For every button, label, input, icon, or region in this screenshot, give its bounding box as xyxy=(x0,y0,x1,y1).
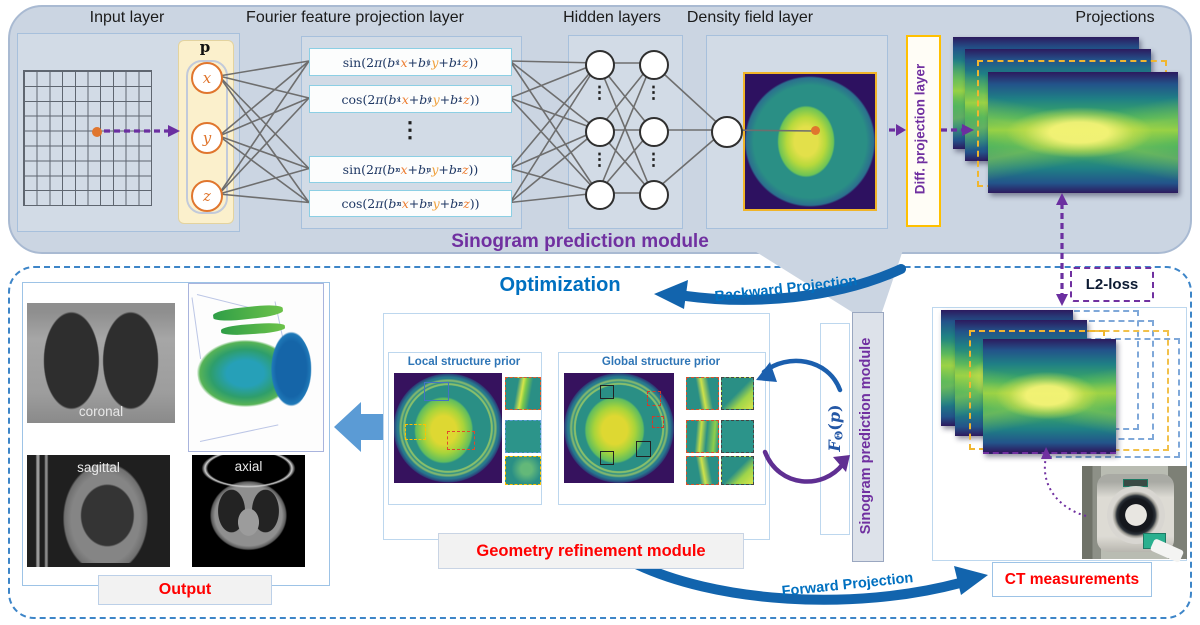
ct-sinogram-image-front xyxy=(983,339,1116,454)
hidden-ellipsis: ⋮ xyxy=(645,150,662,169)
global-annotation-black xyxy=(636,441,651,457)
neuron-node xyxy=(585,117,615,147)
volume-render-image xyxy=(188,283,324,452)
local-annotation-yellow xyxy=(405,424,426,440)
f-theta-box xyxy=(820,323,850,535)
header-input-layer: Input layer xyxy=(89,9,165,26)
sagittal-ct-image xyxy=(27,455,170,567)
header-density-field-layer: Density field layer xyxy=(686,9,814,26)
global-annotation-black xyxy=(600,451,614,465)
sinogram-module-vertical-box xyxy=(852,312,884,562)
global-patch xyxy=(721,456,754,485)
axial-ct-image xyxy=(192,455,305,567)
input-node-y: y xyxy=(191,122,223,154)
ct-scanner-photo xyxy=(1082,466,1187,563)
local-patch xyxy=(505,456,541,485)
projection-image-front xyxy=(988,72,1178,193)
hidden-ellipsis: ⋮ xyxy=(591,83,608,102)
global-patch xyxy=(686,456,719,485)
neuron-node xyxy=(639,117,669,147)
scanner-gantry xyxy=(1096,474,1175,553)
output-label: Output xyxy=(158,581,212,598)
geometry-refinement-label-box: Geometry refinement module xyxy=(438,533,744,569)
local-prior-title: Local structure prior xyxy=(407,356,521,368)
sinogram-module-title: Sinogram prediction module xyxy=(451,231,709,252)
sagittal-label: sagittal xyxy=(77,460,120,475)
local-patch xyxy=(505,420,541,453)
local-annotation-blue xyxy=(424,382,449,401)
output-neuron-node xyxy=(711,116,743,148)
geometry-refinement-label: Geometry refinement module xyxy=(476,541,706,560)
global-patch xyxy=(721,420,754,453)
wireframe-line xyxy=(199,424,279,442)
input-grid xyxy=(23,70,152,206)
input-node-z: z xyxy=(191,180,223,212)
global-patch xyxy=(686,420,719,453)
hidden-ellipsis: ⋮ xyxy=(591,150,608,169)
global-patch xyxy=(721,377,754,410)
local-annotation-red xyxy=(447,431,475,450)
header-fourier-layer: Fourier feature projection layer xyxy=(246,9,464,26)
ct-measurements-label: CT measurements xyxy=(1004,570,1140,588)
neuron-node xyxy=(639,180,669,210)
local-patch xyxy=(505,377,541,410)
global-annotation-red xyxy=(652,416,664,428)
neuron-node xyxy=(585,180,615,210)
density-sample-dot xyxy=(811,126,820,135)
output-label-box: Output xyxy=(98,575,272,605)
ct-measurements-label-box: CT measurements xyxy=(992,562,1152,597)
global-patch xyxy=(686,377,719,410)
global-annotation-black xyxy=(600,385,614,399)
header-hidden-layers: Hidden layers xyxy=(563,9,661,26)
fourier-ellipsis: ⋮ xyxy=(399,117,421,142)
p-vector-label: p xyxy=(199,38,211,56)
global-prior-image xyxy=(564,373,674,483)
l2-loss-badge: L2-loss xyxy=(1070,267,1154,302)
global-prior-title: Global structure prior xyxy=(601,356,721,368)
sinogram-module-vertical-label: Sinogram prediction module xyxy=(858,337,874,535)
f-theta-label: FΘ(p) xyxy=(825,404,846,452)
diff-projection-layer-box xyxy=(906,35,941,227)
density-field-image xyxy=(743,72,877,211)
diff-projection-layer-label: Diff. projection layer xyxy=(912,63,928,195)
global-annotation-red xyxy=(647,391,661,406)
sample-point-dot xyxy=(92,127,102,137)
header-projections: Projections xyxy=(1075,9,1155,26)
coronal-label: coronal xyxy=(78,404,124,419)
neuron-node xyxy=(585,50,615,80)
hidden-ellipsis: ⋮ xyxy=(645,83,662,102)
axial-label: axial xyxy=(234,459,263,474)
input-node-x: x xyxy=(191,62,223,94)
neuron-node xyxy=(639,50,669,80)
coronal-ct-image xyxy=(27,303,175,423)
optimization-title: Optimization xyxy=(499,274,621,296)
